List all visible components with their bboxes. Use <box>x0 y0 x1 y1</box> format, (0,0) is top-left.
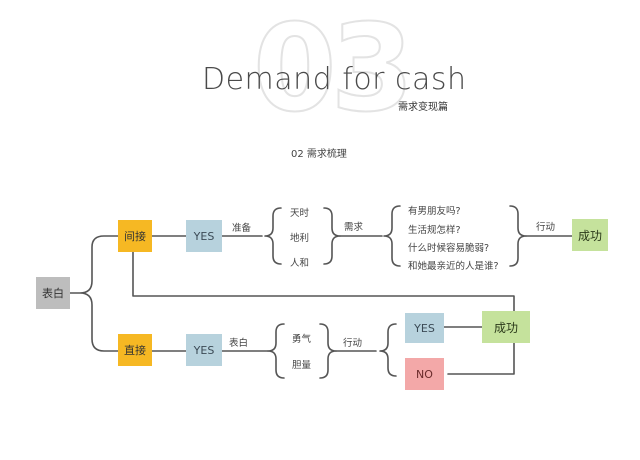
edge-label-action-indirect: 行动 <box>536 222 556 233</box>
edge-label-prepare: 准备 <box>232 223 252 234</box>
condition-tianshi: 天时 <box>290 208 310 219</box>
root-brace <box>69 235 119 352</box>
edge-label-demand: 需求 <box>344 222 364 233</box>
brace-traits-close <box>319 323 337 379</box>
big-number-watermark: 03 <box>252 0 415 139</box>
outcome-yes-node: YES <box>405 313 444 343</box>
loop-line <box>132 251 515 375</box>
question-1: 有男朋友吗? <box>408 206 461 217</box>
direct-success-node: 成功 <box>482 311 530 343</box>
page-title: Demand for cash <box>202 62 467 97</box>
section-heading: 02 需求梳理 <box>291 149 347 160</box>
trait-nerve: 胆量 <box>292 360 312 371</box>
brace-questions <box>383 205 401 267</box>
brace-conditions-close <box>323 207 341 265</box>
condition-dili: 地利 <box>290 233 310 244</box>
condition-renhe: 人和 <box>290 258 310 269</box>
direct-yes-node: YES <box>186 334 222 366</box>
trait-courage: 勇气 <box>292 334 312 345</box>
question-4: 和她最亲近的人是谁? <box>408 261 499 272</box>
indirect-success-node: 成功 <box>572 219 608 251</box>
direct-node: 直接 <box>118 334 152 366</box>
question-2: 生活规怎样? <box>408 225 461 236</box>
edge-label-action-direct: 行动 <box>343 338 363 349</box>
brace-traits <box>267 323 285 379</box>
page-subtitle: 需求变现篇 <box>398 102 448 113</box>
outcome-no-node: NO <box>405 358 444 390</box>
brace-outcomes <box>379 323 397 377</box>
indirect-yes-node: YES <box>186 220 222 252</box>
root-node: 表白 <box>36 277 70 309</box>
brace-questions-close <box>509 205 527 267</box>
indirect-node: 间接 <box>118 220 152 252</box>
question-3: 什么时候容易脆弱? <box>408 243 490 254</box>
edge-label-express: 表白 <box>229 338 249 349</box>
brace-conditions <box>264 207 282 265</box>
